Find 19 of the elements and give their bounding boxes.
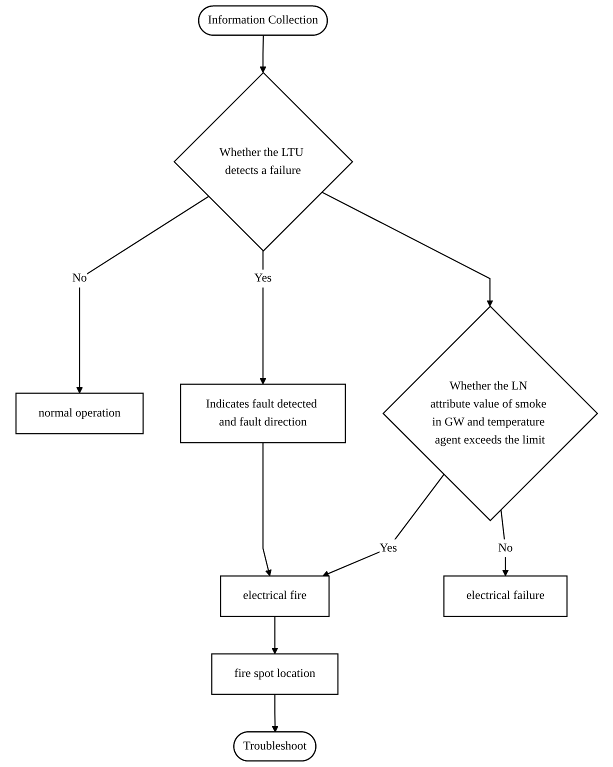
arrow <box>322 474 444 577</box>
edge-label: No <box>498 542 513 554</box>
arrow <box>272 694 278 732</box>
node-box: electrical failure <box>443 575 568 617</box>
arrow <box>259 250 266 385</box>
node-box: normal operation <box>15 392 144 434</box>
arrow <box>262 442 272 576</box>
node-diamond: Whether the LN attribute value of smoke in GW and temperature agent exceeds the limit <box>382 306 598 522</box>
arrow <box>271 616 278 654</box>
node-box: electrical fire <box>220 575 330 617</box>
node-box: Indicates fault detected and fault direction <box>180 384 346 444</box>
edge-label: Yes <box>254 272 272 285</box>
arrow <box>259 36 266 73</box>
edge-label: No <box>72 272 87 285</box>
node-box: fire spot location <box>210 653 338 695</box>
edge-label: Yes <box>379 542 397 554</box>
arrow <box>76 196 209 394</box>
node-diamond: Whether the LTU detects a failure <box>173 72 354 252</box>
arrow <box>321 192 494 307</box>
